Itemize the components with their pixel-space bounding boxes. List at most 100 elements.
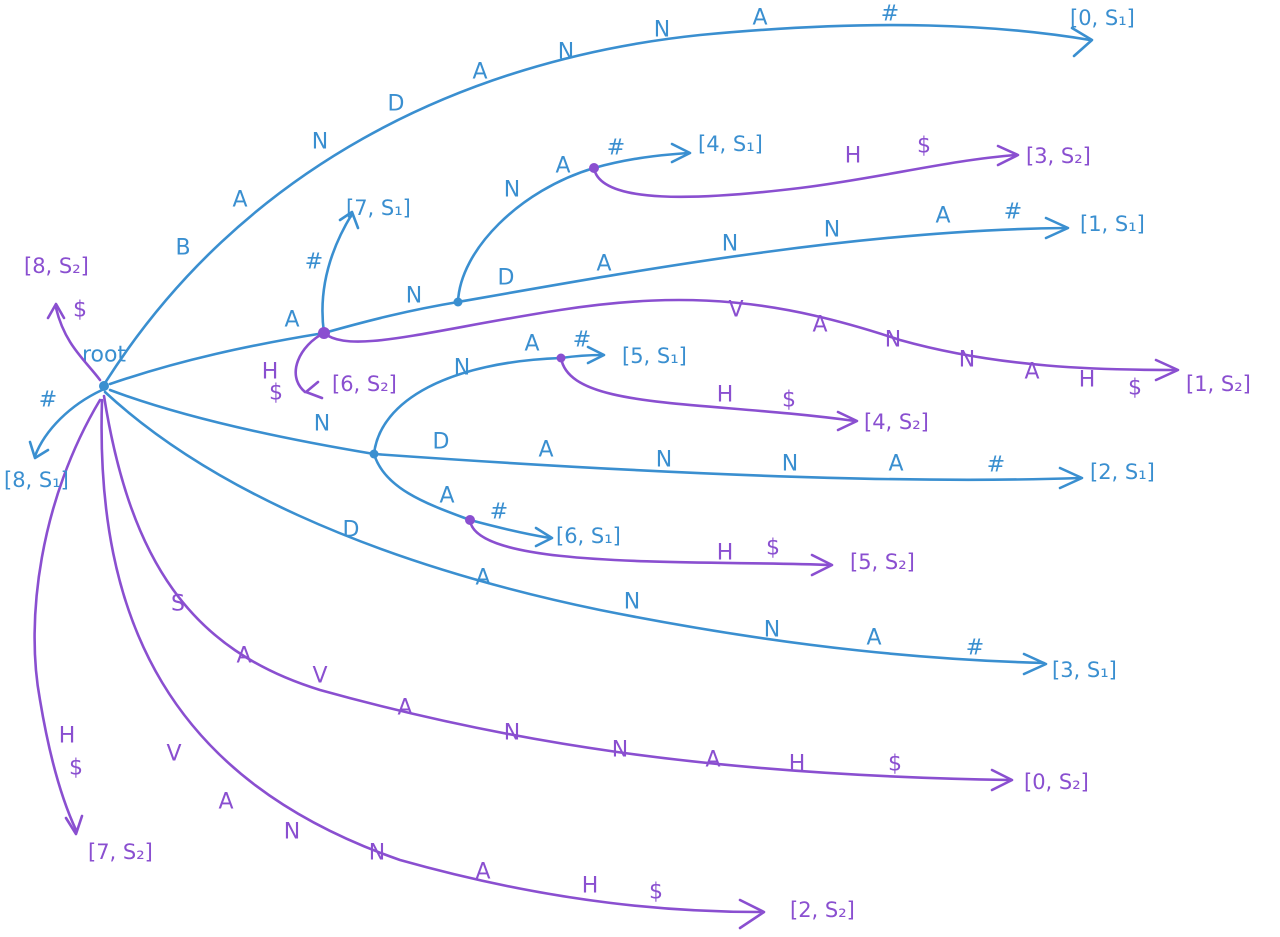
edge-char: A	[218, 790, 233, 815]
arrowheads	[28, 26, 1180, 930]
edge-na-hash	[468, 518, 552, 540]
edge-a-h-dollar	[294, 331, 326, 394]
internal-node-an	[453, 297, 463, 307]
edge-char: #	[881, 2, 899, 27]
edge-char: V	[728, 298, 743, 323]
edge-char: N	[504, 721, 520, 746]
arrowhead	[996, 144, 1020, 167]
edge-char: A	[812, 313, 827, 338]
edge-char: N	[612, 738, 628, 763]
arrowhead	[1022, 652, 1048, 676]
edge-char: H	[262, 360, 279, 385]
edge-a-vannah	[322, 298, 1178, 372]
edge-char: A	[705, 748, 720, 773]
edge-char: #	[305, 250, 323, 275]
edge-char: A	[232, 188, 247, 213]
arrowhead	[28, 440, 50, 460]
leaf-label: [8, S₂]	[24, 254, 89, 278]
edge-char: A	[555, 154, 570, 179]
arrowhead	[1070, 26, 1094, 58]
edge-char: B	[175, 236, 190, 261]
edge-ana-h-dollar	[592, 153, 1018, 199]
edge-char: #	[490, 500, 508, 525]
edge-char: H	[59, 724, 76, 749]
edge-char: A	[284, 308, 299, 333]
edge-char: A	[397, 696, 412, 721]
arrowhead	[1044, 216, 1070, 240]
arrowhead	[738, 898, 766, 930]
edge-char: $	[766, 536, 780, 561]
edge-nna-h-dollar	[559, 356, 857, 423]
arrowhead	[810, 553, 834, 577]
edge-char: H	[582, 874, 599, 899]
leaf-label: [7, S₂]	[88, 840, 153, 864]
edge-root-hash	[33, 388, 104, 458]
edge-char: N	[284, 820, 300, 845]
arrowhead	[304, 380, 324, 400]
arrowhead	[670, 142, 692, 164]
edge-a-hash	[321, 212, 354, 335]
leaf-label: [6, S₂]	[332, 372, 397, 396]
edge-root-v	[100, 398, 762, 914]
edge-char: N	[406, 284, 422, 309]
edge-char: #	[573, 328, 591, 353]
arrowhead	[586, 345, 606, 365]
leaf-label: [6, S₁]	[556, 524, 621, 548]
edge-char: A	[475, 566, 490, 591]
edge-char: A	[752, 6, 767, 31]
edge-char: H	[789, 752, 806, 777]
leaf-labels: [0, S₁] [4, S₁] [3, S₂] [7, S₁] [1, S₁] …	[4, 6, 1251, 922]
leaf-label: [3, S₂]	[1026, 144, 1091, 168]
leaf-label: [1, S₂]	[1186, 372, 1251, 396]
edge-root-h-dollar	[33, 398, 102, 832]
edge-char: $	[649, 880, 663, 905]
edge-n-a	[372, 452, 472, 522]
edge-char: N	[959, 348, 975, 373]
edge-char: N	[885, 328, 901, 353]
edge-char: $	[73, 298, 87, 323]
edge-char: N	[558, 40, 574, 65]
edge-char: A	[524, 332, 539, 357]
edge-char: N	[369, 841, 385, 866]
arrowhead	[836, 410, 859, 432]
edge-char: #	[987, 453, 1005, 478]
edge-char: $	[782, 388, 796, 413]
edge-char: N	[824, 218, 840, 243]
edge-root-s	[102, 394, 1012, 782]
edge-char: D	[343, 518, 360, 543]
edge-char: V	[166, 742, 181, 767]
edge-char: N	[454, 356, 470, 381]
arrowhead	[64, 814, 84, 836]
arrowhead	[1058, 466, 1084, 490]
edge-char: N	[504, 178, 520, 203]
internal-node-a	[318, 327, 330, 339]
leaf-label: [7, S₁]	[346, 196, 411, 220]
edge-bandana	[103, 23, 1092, 385]
edge-char: $	[69, 756, 83, 781]
arrowhead	[990, 768, 1014, 792]
edge-char: N	[654, 18, 670, 43]
edge-ana-hash	[592, 151, 690, 170]
edge-n-na	[372, 356, 563, 456]
edge-labels: B A N D A N N A # A # H $ N N A # H $ D …	[39, 2, 1142, 905]
leaf-label: [0, S₁]	[1070, 6, 1135, 30]
edge-char: A	[596, 252, 611, 277]
edge-char: #	[966, 636, 984, 661]
edges	[33, 23, 1178, 914]
leaf-label: [0, S₂]	[1024, 770, 1089, 794]
internal-node-nna	[556, 353, 566, 363]
edge-char: A	[472, 60, 487, 85]
leaf-label: [2, S₂]	[790, 898, 855, 922]
edge-char: A	[236, 644, 251, 669]
edge-char: A	[1024, 360, 1039, 385]
arrowhead	[534, 526, 554, 548]
edge-root-to-n	[108, 388, 376, 456]
edge-char: N	[764, 618, 780, 643]
edge-root-d	[103, 390, 1046, 665]
edge-char: $	[1128, 376, 1142, 401]
edge-na-h-dollar	[468, 518, 832, 567]
edge-char: N	[656, 448, 672, 473]
edge-an-na	[456, 166, 596, 304]
edge-root-dollar	[54, 306, 102, 382]
